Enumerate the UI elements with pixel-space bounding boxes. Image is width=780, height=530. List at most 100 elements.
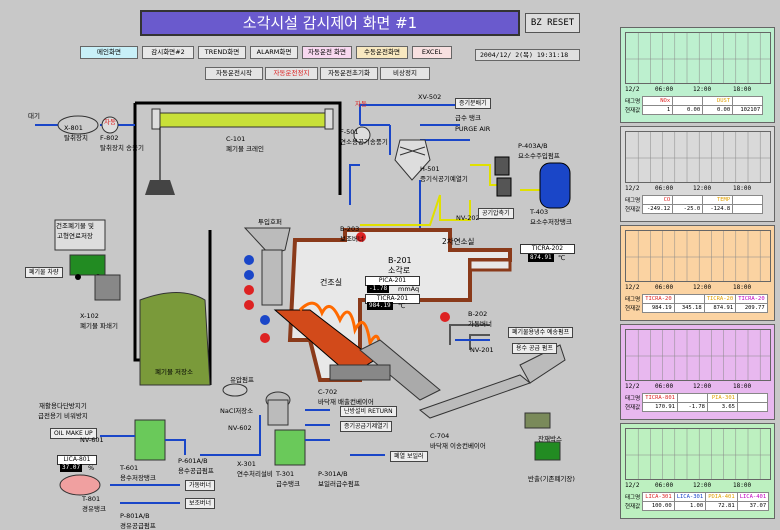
nv601-label: NV-601 — [80, 436, 104, 444]
c704-label: C-704 바닥재 이송컨베이어 — [430, 432, 486, 450]
motor-icon[interactable] — [244, 255, 254, 265]
tag-cell: LICA-401 — [736, 492, 770, 502]
ticra-201-unit: ℃ — [398, 302, 406, 310]
compressor-label[interactable]: 공기압축기 — [478, 208, 514, 219]
b201-label: B-201 소각로 — [388, 256, 412, 275]
f802-label: F-802 탈취장치 송풍기 — [100, 134, 144, 152]
trend-time-0: 06:00 — [655, 86, 674, 93]
motor-icon[interactable] — [244, 300, 254, 310]
value-cell: 874.91 — [703, 303, 737, 313]
return-line-label[interactable]: 난방설비 RETURN — [340, 406, 397, 417]
fan-f501 — [353, 126, 371, 144]
trend-plot — [625, 131, 771, 183]
trend-date: 12/2 — [625, 383, 640, 390]
crane-rail — [154, 112, 331, 128]
process-diagram — [35, 101, 571, 504]
page-title: 소각시설 감시제어 화면 #1 — [140, 10, 520, 36]
trend-time-1: 12:00 — [693, 482, 712, 489]
t801-label: T-801 경유탱크 — [82, 495, 106, 513]
ash-truck — [534, 441, 561, 461]
ash-box — [524, 412, 551, 429]
pit-label: 폐기물 저장소 — [155, 368, 193, 376]
steam-feed-label[interactable]: 증기공급기제열기 — [340, 421, 393, 432]
pica-201-value: -1.78 — [367, 285, 390, 293]
tag-cell: LICA-301 — [642, 492, 675, 502]
trend-plot — [625, 230, 771, 282]
nav-button-3[interactable]: ALARM화면 — [250, 46, 298, 59]
waste-boiler-label[interactable]: 폐열 보일러 — [390, 451, 428, 462]
control-button-1[interactable]: 자동운전정지 — [265, 67, 318, 80]
c702-label: C-702 바닥재 배출컨베이어 — [318, 388, 374, 406]
motor-icon[interactable] — [260, 333, 270, 343]
aux-burner-label[interactable]: 보조버너 — [185, 498, 216, 509]
ticra-202-unit: ℃ — [558, 254, 566, 262]
motor-icon[interactable] — [244, 270, 254, 280]
oil-makeup-label[interactable]: OIL MAKE UP — [50, 428, 97, 439]
steam-distributor-label[interactable]: 증기분배기 — [455, 98, 491, 109]
water-supply-pump-label[interactable]: 용수 공급 펌프 — [512, 343, 557, 354]
x301-label: X-301 연수처리설비 — [237, 460, 273, 478]
b203-label: B-203 보조버너 — [340, 225, 364, 243]
trend-time-2: 18:00 — [733, 482, 752, 489]
h501-label: H-501 증기식공기예열기 — [420, 165, 468, 183]
rec-water-label: 재활용다단방지기 급전용기 비워방지 — [38, 402, 88, 420]
tag-cell: TEMP — [702, 195, 734, 205]
trend-date: 12/2 — [625, 86, 640, 93]
ticra-202-value: 874.91 — [528, 254, 554, 262]
tag-cell — [672, 96, 704, 106]
control-button-3[interactable]: 비상정지 — [380, 67, 430, 80]
motor-icon[interactable] — [260, 315, 270, 325]
ash-box-label: 잔재박스 — [538, 435, 562, 443]
tag-cell — [732, 195, 764, 205]
xv502-label: XV-502 — [418, 93, 442, 101]
motor-icon[interactable] — [244, 285, 254, 295]
waste-car-label[interactable]: 폐기물 차량 — [25, 267, 63, 278]
nav-button-5[interactable]: 수동운전화면 — [356, 46, 408, 59]
trend-date: 12/2 — [625, 284, 640, 291]
feed-tank-label: 급수 탱크 — [455, 114, 481, 122]
t403-label: T-403 요소수저장탱크 — [530, 208, 572, 226]
value-cell: 984.19 — [642, 303, 675, 313]
trend-time-2: 18:00 — [733, 383, 752, 390]
p801-label: P-801A/B 경유공급펌프 — [120, 512, 156, 530]
bz-reset-button[interactable]: BZ RESET — [525, 13, 580, 33]
tag-cell — [732, 96, 764, 106]
burner-icon[interactable] — [356, 232, 366, 242]
cooling-pump-label[interactable]: 폐기물용냉수 예송펌프 — [508, 327, 574, 338]
value-cell: -249.12 — [642, 204, 674, 214]
nav-button-6[interactable]: EXCEL — [412, 46, 452, 59]
control-button-0[interactable]: 자동운전시작 — [205, 67, 263, 80]
trend-plot — [625, 428, 771, 480]
trend-time-2: 18:00 — [733, 86, 752, 93]
row-header: 태그명 — [625, 198, 641, 204]
feed-tank-t301 — [274, 429, 306, 466]
row-header: 태그명 — [625, 297, 641, 303]
ticra-201-value: 984.19 — [367, 302, 393, 310]
feed-hopper — [243, 227, 291, 256]
value-cell — [732, 204, 764, 214]
burner-icon[interactable] — [440, 312, 450, 322]
pica-unit: mmAq — [398, 285, 420, 293]
nav-button-4[interactable]: 자동운전 화면 — [302, 46, 352, 59]
control-button-2[interactable]: 자동운전초기화 — [320, 67, 378, 80]
nv602-label: NV-602 — [228, 424, 252, 432]
tag-cell: TICRA-20 — [735, 294, 768, 304]
nav-button-2[interactable]: TREND화면 — [198, 46, 246, 59]
tag-cell — [677, 393, 708, 403]
dry-room-label: 건조실 — [320, 278, 343, 287]
nav-button-1[interactable]: 감시화면#2 — [142, 46, 194, 59]
row-header: 현재값 — [625, 306, 641, 312]
nav-button-0[interactable]: 메인화면 — [80, 46, 138, 59]
oil-burner-label[interactable]: 가동버너 — [185, 480, 216, 491]
crane-grab — [145, 180, 175, 195]
conveyor-c704 — [418, 374, 532, 419]
feed-hopper-label: 투입호퍼 — [258, 218, 282, 226]
row-header: 현재값 — [625, 108, 641, 114]
